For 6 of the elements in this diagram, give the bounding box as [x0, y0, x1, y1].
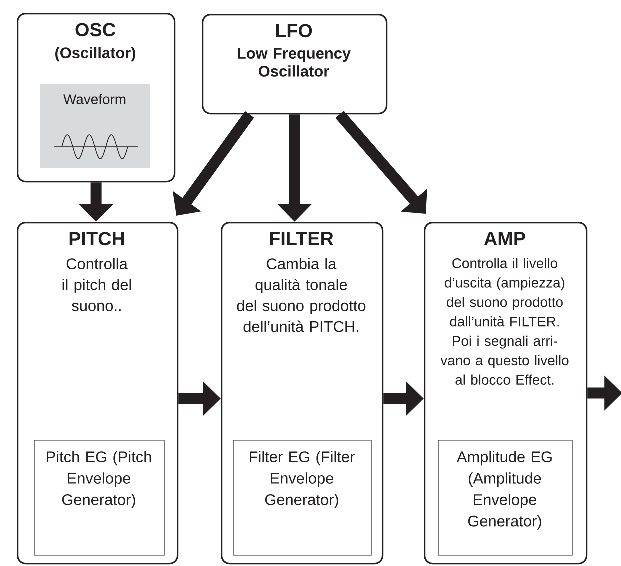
envelope-box: Filter EG (Filter Envelope Generator): [233, 440, 372, 556]
block-box: LFO Low Frequency Oscillator: [202, 14, 388, 115]
waveform-box: Waveform: [40, 84, 150, 168]
envelope-box: Amplitude EG (Amplitude Envelope Generator): [438, 440, 573, 556]
arrow: [336, 111, 428, 214]
envelope-box: Pitch EG (Pitch Envelope Generator): [34, 440, 165, 556]
